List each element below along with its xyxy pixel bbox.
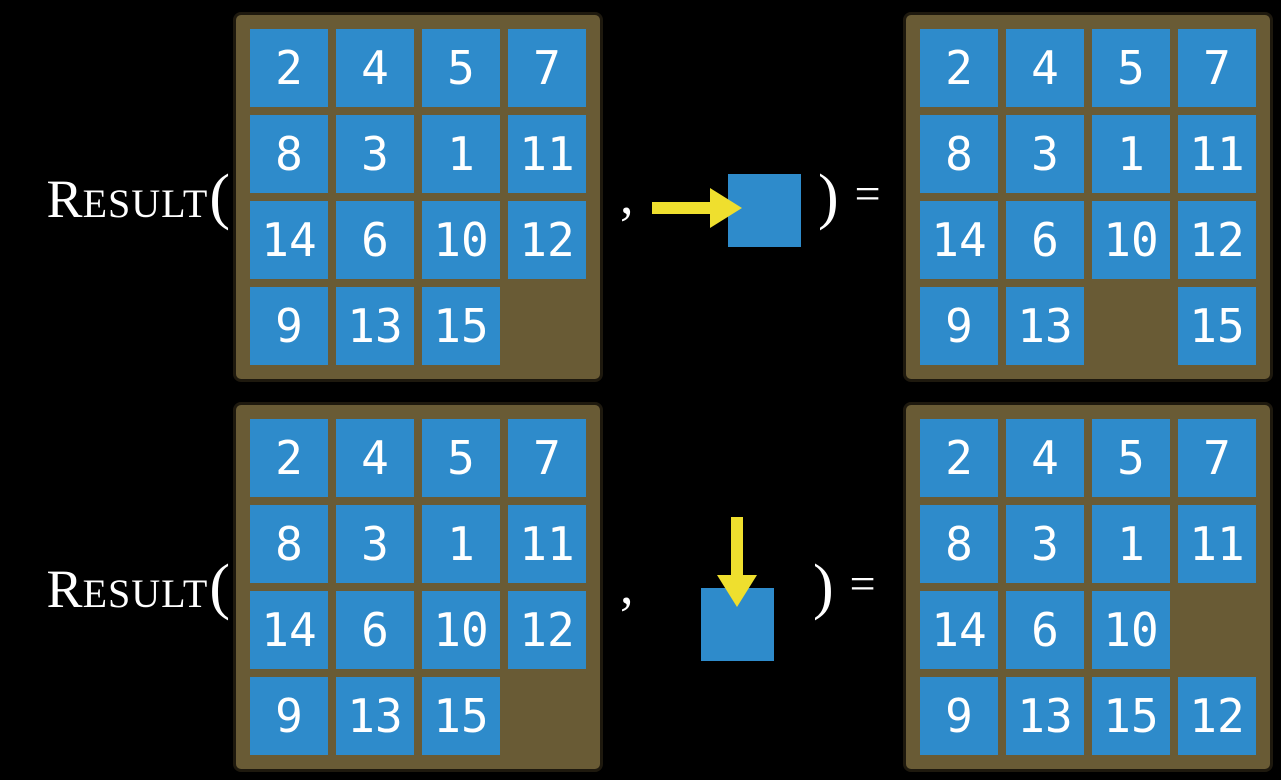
puzzle-tile-2: 2 [250,29,328,107]
puzzle-tile-6: 6 [1006,591,1084,669]
puzzle-tile-5: 5 [1092,419,1170,497]
puzzle-tile-6: 6 [336,201,414,279]
result-function-label: RESULT( [0,166,230,228]
puzzle-tile-6: 6 [336,591,414,669]
puzzle-tile-12: 12 [1178,677,1256,755]
puzzle-tile-4: 4 [1006,29,1084,107]
puzzle-tile-11: 11 [508,505,586,583]
puzzle-tile-3: 3 [1006,505,1084,583]
empty-cell [1092,287,1170,365]
puzzle-tile-12: 12 [508,591,586,669]
puzzle-tile-11: 11 [1178,115,1256,193]
empty-cell [508,677,586,755]
puzzle-tile-15: 15 [422,287,500,365]
puzzle-tile-1: 1 [1092,115,1170,193]
puzzle-tile-13: 13 [336,287,414,365]
puzzle-tile-7: 7 [508,419,586,497]
close-paren: ) [813,553,834,621]
close-paren: ) [818,163,839,231]
puzzle-tile-11: 11 [1178,505,1256,583]
action-tile-square [728,174,801,247]
puzzle-tile-12: 12 [508,201,586,279]
comma-separator: , [620,555,634,615]
puzzle-tile-8: 8 [920,505,998,583]
puzzle-tile-14: 14 [920,201,998,279]
label-initial: R [46,559,83,619]
puzzle-tile-2: 2 [920,419,998,497]
puzzle-tile-4: 4 [336,29,414,107]
puzzle-tile-10: 10 [1092,201,1170,279]
puzzle-tile-3: 3 [1006,115,1084,193]
puzzle-tile-14: 14 [250,591,328,669]
puzzle-tile-10: 10 [422,591,500,669]
puzzle-tile-11: 11 [508,115,586,193]
puzzle-tile-5: 5 [422,419,500,497]
puzzle-tile-7: 7 [508,29,586,107]
equals-sign: = [849,558,876,609]
puzzle-tile-4: 4 [336,419,414,497]
puzzle-tile-1: 1 [422,115,500,193]
label-smallcaps: ESULT [82,571,209,616]
result-function-label: RESULT( [0,556,230,618]
puzzle-tile-7: 7 [1178,29,1256,107]
puzzle-tile-13: 13 [1006,677,1084,755]
puzzle-tile-7: 7 [1178,419,1256,497]
label-smallcaps: ESULT [82,181,209,226]
close-paren-equals: ) = [813,556,876,618]
puzzle-tile-13: 13 [1006,287,1084,365]
puzzle-tile-14: 14 [250,201,328,279]
puzzle-tile-1: 1 [1092,505,1170,583]
arrow-down-icon [717,517,757,607]
empty-cell [1178,591,1256,669]
puzzle-tile-14: 14 [920,591,998,669]
puzzle-tile-9: 9 [920,677,998,755]
puzzle-tile-9: 9 [250,287,328,365]
puzzle-tile-15: 15 [1092,677,1170,755]
puzzle-tile-8: 8 [920,115,998,193]
puzzle-tile-3: 3 [336,115,414,193]
open-paren: ( [209,553,230,621]
puzzle-tile-2: 2 [250,419,328,497]
puzzle-tile-10: 10 [1092,591,1170,669]
puzzle-tile-8: 8 [250,505,328,583]
puzzle-tile-13: 13 [336,677,414,755]
open-paren: ( [209,163,230,231]
puzzle-tile-3: 3 [336,505,414,583]
puzzle-tile-12: 12 [1178,201,1256,279]
puzzle-tile-8: 8 [250,115,328,193]
puzzle-tile-15: 15 [1178,287,1256,365]
puzzle-tile-6: 6 [1006,201,1084,279]
arrow-right-icon [652,188,742,228]
puzzle-tile-9: 9 [920,287,998,365]
puzzle-tile-2: 2 [920,29,998,107]
label-initial: R [46,169,83,229]
puzzle-tile-5: 5 [1092,29,1170,107]
comma-separator: , [620,165,634,225]
puzzle-tile-4: 4 [1006,419,1084,497]
close-paren-equals: ) = [818,166,881,228]
equals-sign: = [854,168,881,219]
empty-cell [508,287,586,365]
puzzle-tile-9: 9 [250,677,328,755]
puzzle-tile-1: 1 [422,505,500,583]
puzzle-tile-5: 5 [422,29,500,107]
puzzle-tile-15: 15 [422,677,500,755]
puzzle-tile-10: 10 [422,201,500,279]
